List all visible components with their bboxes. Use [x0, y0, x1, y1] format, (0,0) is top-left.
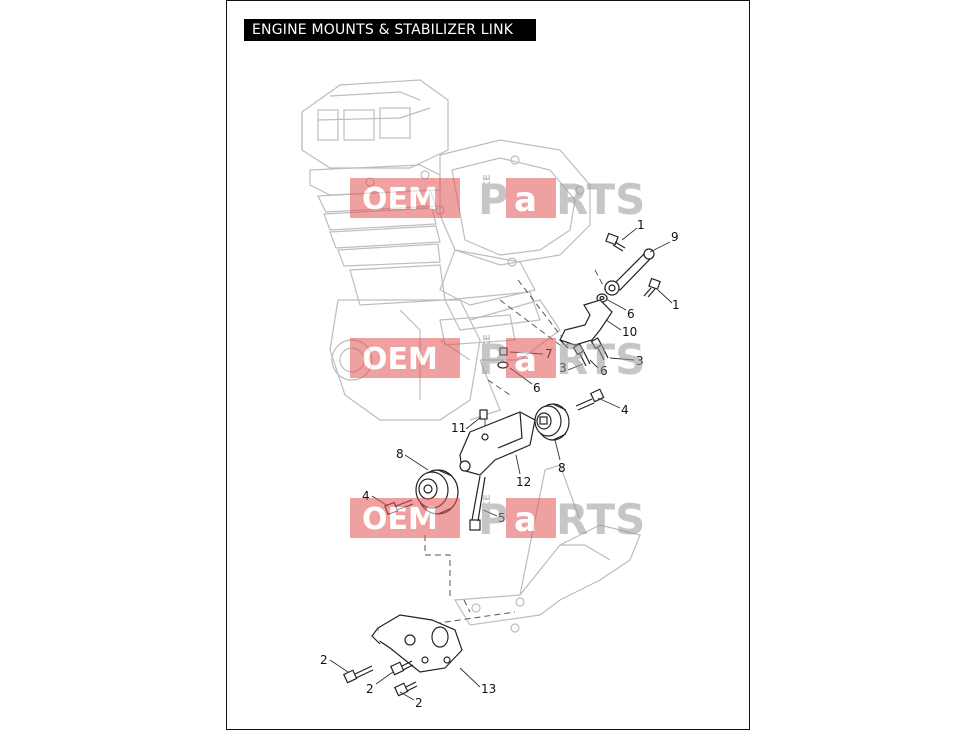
svg-text:RTS: RTS	[556, 495, 645, 544]
nut-11	[479, 409, 488, 420]
svg-text:OEM: OEM	[362, 342, 438, 377]
callout-1-upper: 1	[637, 218, 645, 232]
bolt-2-c	[393, 681, 418, 697]
isolator-8-right	[534, 403, 570, 441]
bolt-1-upper	[605, 232, 626, 252]
bolt-2-b	[389, 660, 414, 676]
callout-6-lower: 6	[533, 381, 541, 395]
diagram-title: ENGINE MOUNTS & STABILIZER LINK	[244, 19, 536, 41]
svg-text:P: P	[478, 335, 509, 384]
callout-labels: 1 9 1 6 10 7 3 6 3 6 4 11 8 12 8 4 5 2 2…	[320, 218, 680, 710]
svg-text:OEM: OEM	[362, 502, 438, 537]
watermark-top: OEM BIKE P a RTS	[350, 174, 645, 224]
engine-mount-bracket-12	[459, 411, 536, 476]
svg-text:BIKE: BIKE	[482, 334, 493, 360]
bolt-1-lower	[643, 277, 661, 298]
bolt-3-left	[572, 343, 591, 367]
callout-2-c: 2	[415, 696, 423, 710]
svg-text:a: a	[514, 340, 537, 380]
callout-3-right: 3	[636, 354, 644, 368]
watermark-bottom: OEM BIKE P a RTS	[350, 494, 645, 544]
svg-text:P: P	[478, 495, 509, 544]
bolt-2-a	[342, 665, 374, 684]
stabilizer-link-9	[604, 248, 655, 296]
svg-text:RTS: RTS	[556, 335, 645, 384]
diagram-frame	[226, 0, 750, 730]
callout-6-middle: 6	[600, 364, 608, 378]
engine-illustration	[301, 79, 591, 421]
watermark-group: OEM BIKE P a RTS OEM BIKE P a RTS OEM BI…	[350, 174, 645, 544]
callout-2-b: 2	[366, 682, 374, 696]
svg-text:BIKE: BIKE	[482, 494, 493, 520]
bolt-5	[469, 475, 486, 531]
front-mount-13	[371, 614, 463, 673]
callout-5: 5	[498, 511, 506, 525]
callout-9: 9	[671, 230, 679, 244]
callout-8-left: 8	[396, 447, 404, 461]
callout-3-left: 3	[559, 361, 567, 375]
callout-8-right: 8	[558, 461, 566, 475]
svg-text:BIKE: BIKE	[482, 174, 493, 200]
svg-text:OEM: OEM	[362, 182, 438, 217]
callout-13: 13	[481, 682, 496, 696]
callout-2-a: 2	[320, 653, 328, 667]
svg-text:RTS: RTS	[556, 175, 645, 224]
svg-text:P: P	[478, 175, 509, 224]
bolt-4-right	[575, 388, 605, 411]
bolt-3-right	[590, 337, 609, 361]
callout-6-upper: 6	[627, 307, 635, 321]
svg-text:a: a	[514, 180, 537, 220]
callout-12: 12	[516, 475, 531, 489]
callout-11: 11	[451, 421, 466, 435]
svg-text:a: a	[514, 500, 537, 540]
callout-4-left: 4	[362, 489, 370, 503]
watermark-middle: OEM BIKE P a RTS	[350, 334, 645, 384]
callout-4-right: 4	[621, 403, 629, 417]
callout-10: 10	[622, 325, 637, 339]
callout-1-lower: 1	[672, 298, 680, 312]
mechanical-parts	[342, 232, 661, 697]
